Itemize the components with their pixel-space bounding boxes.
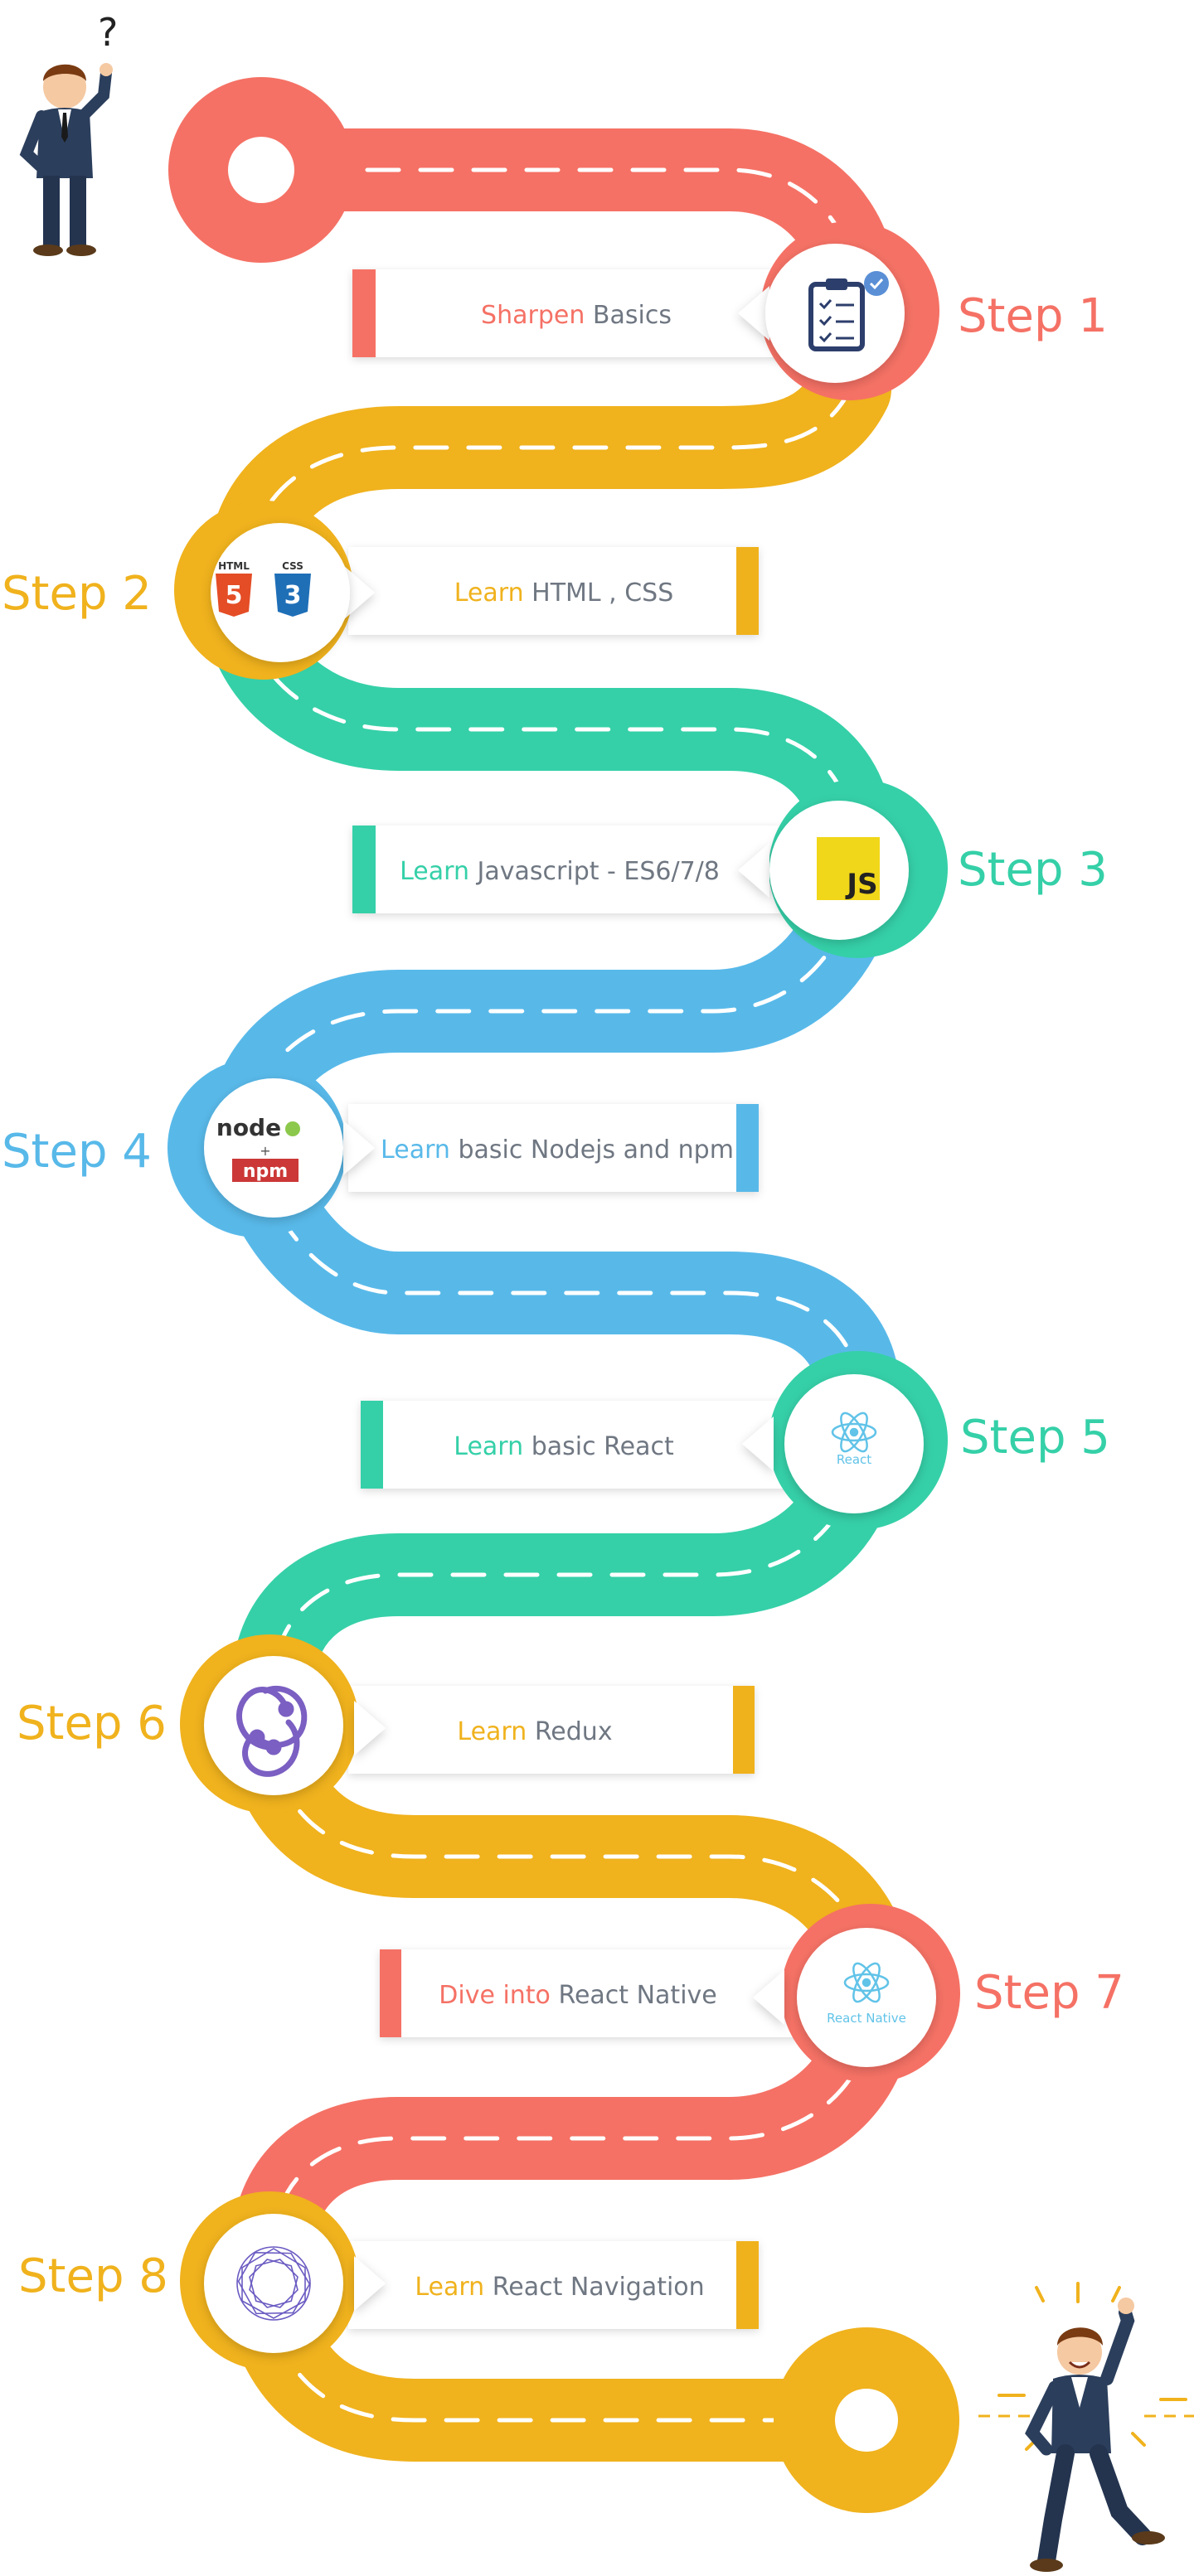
step-1-marker	[738, 221, 939, 400]
svg-text:JS: JS	[845, 868, 877, 901]
step-1-label: Step 1	[958, 289, 1108, 343]
svg-text:5: 5	[226, 581, 243, 610]
step-4-text: Learn basic Nodejs and npm	[381, 1135, 734, 1165]
javascript-icon: JS	[817, 837, 880, 901]
react-native-caption: React Native	[827, 2011, 906, 2026]
step-5-text: Learn basic React	[454, 1432, 674, 1461]
step-7-label: Step 7	[974, 1966, 1124, 2020]
step-2-text: Learn HTML , CSS	[454, 579, 674, 608]
step-6-marker	[180, 1634, 386, 1813]
step-2-marker	[174, 501, 375, 680]
thinking-businessman-illustration: ?	[19, 10, 118, 256]
celebrating-businessman-illustration	[978, 2282, 1194, 2572]
step-2-label: Step 2	[2, 567, 152, 621]
step-card-7	[380, 1949, 803, 2037]
step-1-text: Sharpen Basics	[481, 301, 672, 330]
svg-text:npm: npm	[243, 1161, 288, 1182]
step-8-label: Step 8	[18, 2249, 168, 2303]
svg-text:3: 3	[284, 581, 302, 610]
step-8-text: Learn React Navigation	[415, 2273, 704, 2302]
react-navigation-icon	[236, 2246, 311, 2321]
step-6-label: Step 6	[17, 1697, 167, 1750]
step-3-label: Step 3	[958, 843, 1108, 897]
svg-text:node: node	[216, 1114, 281, 1141]
finish-point	[774, 2327, 959, 2513]
svg-text:CSS: CSS	[282, 560, 303, 572]
start-point	[168, 77, 354, 263]
svg-text:HTML: HTML	[218, 560, 250, 572]
step-card-6	[348, 1686, 755, 1774]
step-card-3	[352, 826, 784, 913]
step-card-1	[352, 269, 784, 357]
react-native-icon	[843, 1962, 890, 2003]
step-card-5	[361, 1401, 792, 1489]
step-card-2	[348, 547, 759, 635]
step-card-4	[348, 1104, 759, 1192]
svg-text:+: +	[260, 1143, 270, 1159]
clipboard-checklist-icon	[808, 271, 889, 351]
step-3-text: Learn Javascript - ES6/7/8	[400, 857, 720, 886]
step-6-text: Learn Redux	[457, 1717, 612, 1746]
node-npm-icon: node + npm	[216, 1114, 300, 1182]
step-4-label: Step 4	[2, 1125, 152, 1179]
step-card-8	[348, 2241, 759, 2329]
road-segment-6	[232, 1724, 912, 2022]
step-4-marker	[167, 1058, 375, 1237]
step-cards	[348, 269, 803, 2329]
road-segment-8	[232, 2288, 904, 2462]
html5-css3-icon: HTML 5 CSS 3	[216, 560, 311, 617]
step-7-text: Dive into React Native	[439, 1981, 716, 2010]
step-8-marker	[180, 2191, 386, 2370]
react-caption: React	[837, 1452, 871, 1467]
road	[206, 128, 912, 2462]
redux-icon	[235, 1685, 308, 1777]
step-7-marker	[753, 1904, 960, 2083]
react-icon	[831, 1411, 877, 1453]
question-mark-icon: ?	[98, 10, 118, 55]
step-5-label: Step 5	[960, 1411, 1110, 1465]
